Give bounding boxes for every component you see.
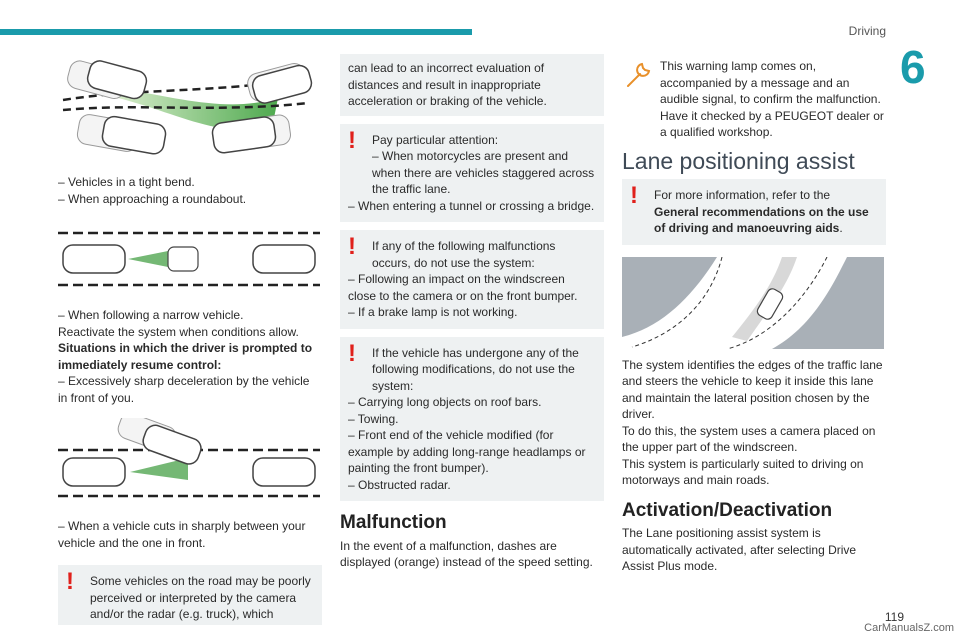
wrench-warning-lamp-icon [627,62,651,87]
note-box: ! Some vehicles on the road may be poorl… [58,565,322,625]
note-text: If the vehicle has undergone any of the … [372,345,579,393]
description-text: The system identifies the edges of the t… [622,357,883,422]
info-note-link[interactable]: General recommendations on the use of dr… [654,204,869,236]
info-note-box: ! For more information, refer to the Gen… [622,179,886,245]
note-text: Some vehicles on the road may be poorly … [90,574,311,621]
note-item: – Carrying long objects on roof bars. [348,395,542,409]
note-text: If any of the following malfunctions occ… [372,239,556,270]
note-box: ! If the vehicle has undergone any of th… [340,336,604,501]
description-text: This system is particularly suited to dr… [622,456,864,488]
note-item: – Front end of the vehicle modified (for… [348,428,586,475]
list-item: – Vehicles in a tight bend. [58,175,195,189]
note-item: – When entering a tunnel or crossing a b… [348,198,595,213]
warning-exclamation-icon: ! [348,233,356,260]
note-item: – Following an impact on the windscreen … [348,272,578,303]
lamp-text: This warning lamp comes on, accompanied … [660,59,884,139]
lane-assist-illustration [622,256,884,349]
column-3: This warning lamp comes on, accompanied … [622,58,886,575]
warning-exclamation-icon: ! [348,339,356,367]
info-note-end: . [839,221,843,235]
tight-bend-illustration [62,60,313,155]
prompt-heading: Situations in which the driver is prompt… [58,341,313,372]
description-text: To do this, the system uses a camera pla… [622,423,876,455]
lane-positioning-title: Lane positioning assist [622,147,855,174]
note-text: can lead to an incorrect evaluation of d… [348,61,547,108]
watermark: CarManualsZ.com [864,622,954,634]
note-box: ! Pay particular attention: – When motor… [340,123,604,222]
list-item: – Excessively sharp deceleration by the … [58,374,310,405]
warning-exclamation-icon: ! [66,568,74,595]
cut-in-text: – When a vehicle cuts in sharply between… [58,519,306,550]
malfunction-heading: Malfunction [340,512,447,533]
note-box: ! If any of the following malfunctions o… [340,230,604,329]
page-number: 119 [884,610,904,624]
activation-heading: Activation/Deactivation [622,499,833,521]
reactivate-text: Reactivate the system when conditions al… [58,324,299,339]
note-text: Pay particular attention: [372,132,499,147]
top-accent-bar [0,29,472,35]
warning-exclamation-icon: ! [348,126,356,154]
cut-in-illustration [58,418,320,498]
section-title: Driving [848,24,886,38]
note-item: – If a brake lamp is not working. [348,305,518,319]
note-box-continued: can lead to an incorrect evaluation of d… [340,54,604,116]
narrow-vehicle-illustration [58,231,320,287]
column-1: – Vehicles in a tight bend. – When appro… [58,58,322,625]
malfunction-text: In the event of a malfunction, dashes ar… [340,538,593,570]
list-item: – When following a narrow vehicle. [58,308,244,322]
info-note-text: For more information, refer to the [654,188,831,202]
warning-lamp-block: This warning lamp comes on, accompanied … [622,58,886,141]
note-item: – Towing. [348,411,399,426]
warning-exclamation-icon: ! [630,182,638,209]
activation-text: The Lane positioning assist system is au… [622,526,857,573]
column-2: can lead to an incorrect evaluation of d… [340,54,604,571]
chapter-number: 6 [900,41,926,93]
list-item: – When approaching a roundabout. [58,191,247,206]
note-item: – Obstructed radar. [348,477,451,492]
note-item: – When motorcycles are present and when … [372,149,595,196]
